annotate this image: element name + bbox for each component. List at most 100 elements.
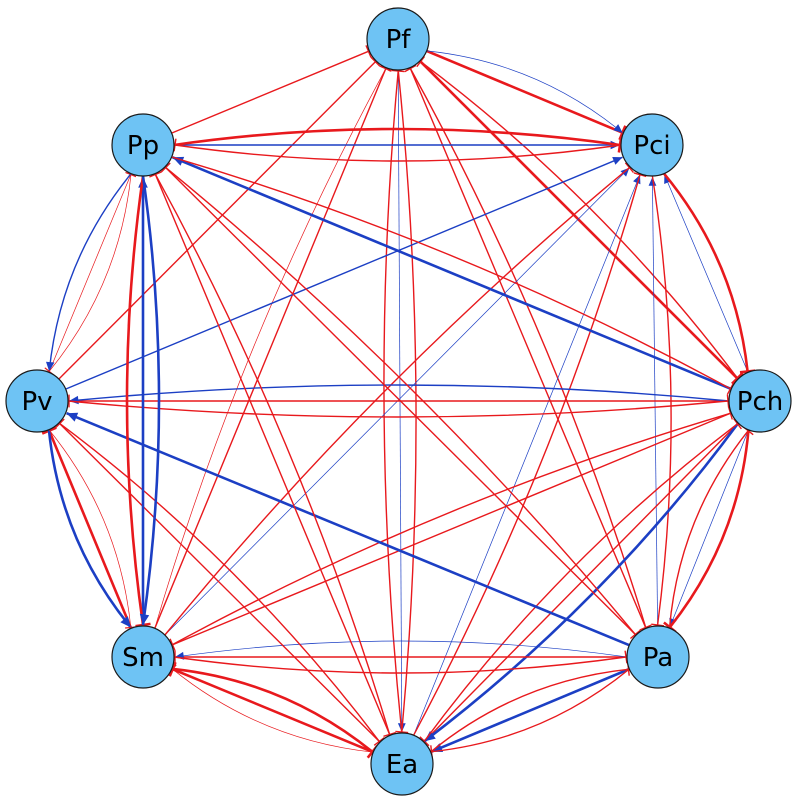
edge-ea-pp-51	[154, 174, 391, 736]
edge-ea-pf-10	[383, 70, 403, 734]
edge-pp-pv-62	[48, 173, 132, 372]
node-ea-circle	[370, 732, 434, 796]
edge-ea-pv-50	[59, 423, 381, 743]
node-pci-label: Pci	[633, 131, 670, 161]
node-pp-label: Pp	[127, 131, 159, 161]
edge-pp-sm-55	[125, 175, 145, 626]
inhibition-bar-7	[370, 56, 381, 67]
edge-pp-sm-56	[141, 175, 161, 626]
node-pch[interactable]: Pch	[728, 369, 792, 433]
edge-pp-pch-26	[171, 156, 731, 390]
edge-pch-sm-30	[172, 412, 732, 646]
edge-pf-pci-1	[426, 50, 623, 133]
node-pci-circle	[620, 113, 684, 177]
arrowhead-56	[139, 613, 150, 625]
inhibition-bar-52	[383, 731, 397, 737]
inhibition-bar-15	[173, 138, 177, 152]
inhibition-bar-18	[624, 162, 635, 174]
edge-ea-pa-46	[430, 668, 629, 753]
arrowhead-21	[648, 177, 657, 186]
arrowhead-1	[613, 124, 623, 133]
node-pa-label: Pa	[643, 643, 673, 673]
inhibition-bar-20	[633, 172, 647, 178]
node-pf-circle	[366, 7, 430, 71]
edge-sm-ea-48	[171, 667, 374, 753]
edge-pa-pp-43	[165, 167, 637, 636]
edge-pci-pch-23	[662, 172, 749, 372]
edge-pch-ea-32	[423, 422, 740, 743]
edge-pv-sm-58	[47, 429, 132, 629]
edge-pch-pf-12	[420, 61, 739, 380]
node-pf-label: Pf	[386, 25, 412, 55]
inhibition-bar-6	[365, 45, 372, 58]
edge-pf-pci-0	[426, 49, 624, 134]
arrowhead-16	[612, 157, 623, 165]
edge-pa-ea-39	[431, 668, 630, 753]
edge-pp-pa-44	[164, 166, 636, 635]
edge-pch-pci-22	[664, 174, 749, 373]
node-pp[interactable]: Pp	[111, 113, 175, 177]
node-pci[interactable]: Pci	[620, 113, 684, 177]
node-layer: Pf Pci Pch Pa Ea Sm Pv Pp	[5, 7, 792, 796]
edge-pa-pch-37	[668, 430, 749, 629]
node-sm[interactable]: Sm	[111, 625, 175, 689]
edge-pp-pf-6	[171, 50, 369, 134]
edge-layer	[41, 45, 756, 759]
edge-sm-pv-57	[47, 430, 133, 629]
edge-pv-pp-60	[48, 174, 132, 373]
edge-ea-pci-19	[413, 174, 641, 736]
node-pch-circle	[728, 369, 792, 433]
inhibition-bar-12	[416, 56, 426, 68]
inhibition-bar-9	[380, 65, 392, 72]
node-pa-circle	[626, 625, 690, 689]
node-ea-label: Ea	[386, 750, 418, 780]
node-sm-circle	[111, 625, 175, 689]
edge-pa-ea-38	[430, 667, 630, 753]
edge-pch-pp-25	[172, 156, 732, 391]
edge-pf-pa-3	[409, 67, 647, 628]
edge-pa-sm-41	[174, 640, 628, 658]
edge-pa-pf-11	[409, 68, 647, 629]
inhibition-bar-45	[624, 650, 628, 664]
inhibition-bar-26	[726, 382, 735, 395]
inhibition-bar-44	[629, 629, 641, 640]
edge-pv-pch-29	[67, 400, 729, 418]
node-pv[interactable]: Pv	[5, 369, 69, 433]
edge-pv-pf-7	[58, 61, 376, 380]
node-ea[interactable]: Ea	[370, 732, 434, 796]
edge-pci-pp-15	[174, 144, 622, 162]
arrowhead-61	[46, 361, 55, 372]
arrowhead-42	[66, 412, 79, 422]
inhibition-bar-10	[391, 69, 405, 73]
edge-pch-pa-34	[668, 429, 750, 629]
node-pch-label: Pch	[737, 387, 783, 417]
inhibition-bar-24	[651, 623, 665, 627]
edge-sm-pf-8	[154, 68, 387, 629]
edge-pa-pv-42	[66, 411, 630, 647]
edge-pp-pci-14	[173, 127, 621, 147]
edge-ea-sm-49	[172, 668, 374, 753]
edge-pf-pch-2	[418, 59, 739, 380]
node-pv-label: Pv	[21, 387, 52, 417]
edge-sm-pf-9	[154, 68, 387, 629]
edge-ea-pch-36	[423, 423, 738, 743]
node-pa[interactable]: Pa	[626, 625, 690, 689]
inhibition-bar-29	[726, 394, 730, 408]
edge-pv-ea-53	[58, 422, 380, 742]
edge-pv-pci-16	[65, 156, 623, 390]
inhibition-bar-53	[373, 737, 385, 746]
edge-pch-pa-33	[669, 429, 749, 628]
inhibition-bar-36	[733, 418, 742, 430]
inhibition-bar-11	[404, 64, 417, 73]
inhibition-bar-35	[727, 406, 733, 420]
edge-pv-sm-59	[48, 429, 132, 628]
edge-pp-ea-52	[154, 173, 391, 735]
arrowhead-28	[69, 395, 79, 405]
arrowhead-32	[424, 731, 436, 742]
edge-ea-pci-20	[412, 174, 641, 736]
node-pp-circle	[111, 113, 175, 177]
arrowhead-58	[120, 616, 131, 628]
node-pf[interactable]: Pf	[366, 7, 430, 71]
edge-ea-sm-47	[172, 667, 374, 754]
